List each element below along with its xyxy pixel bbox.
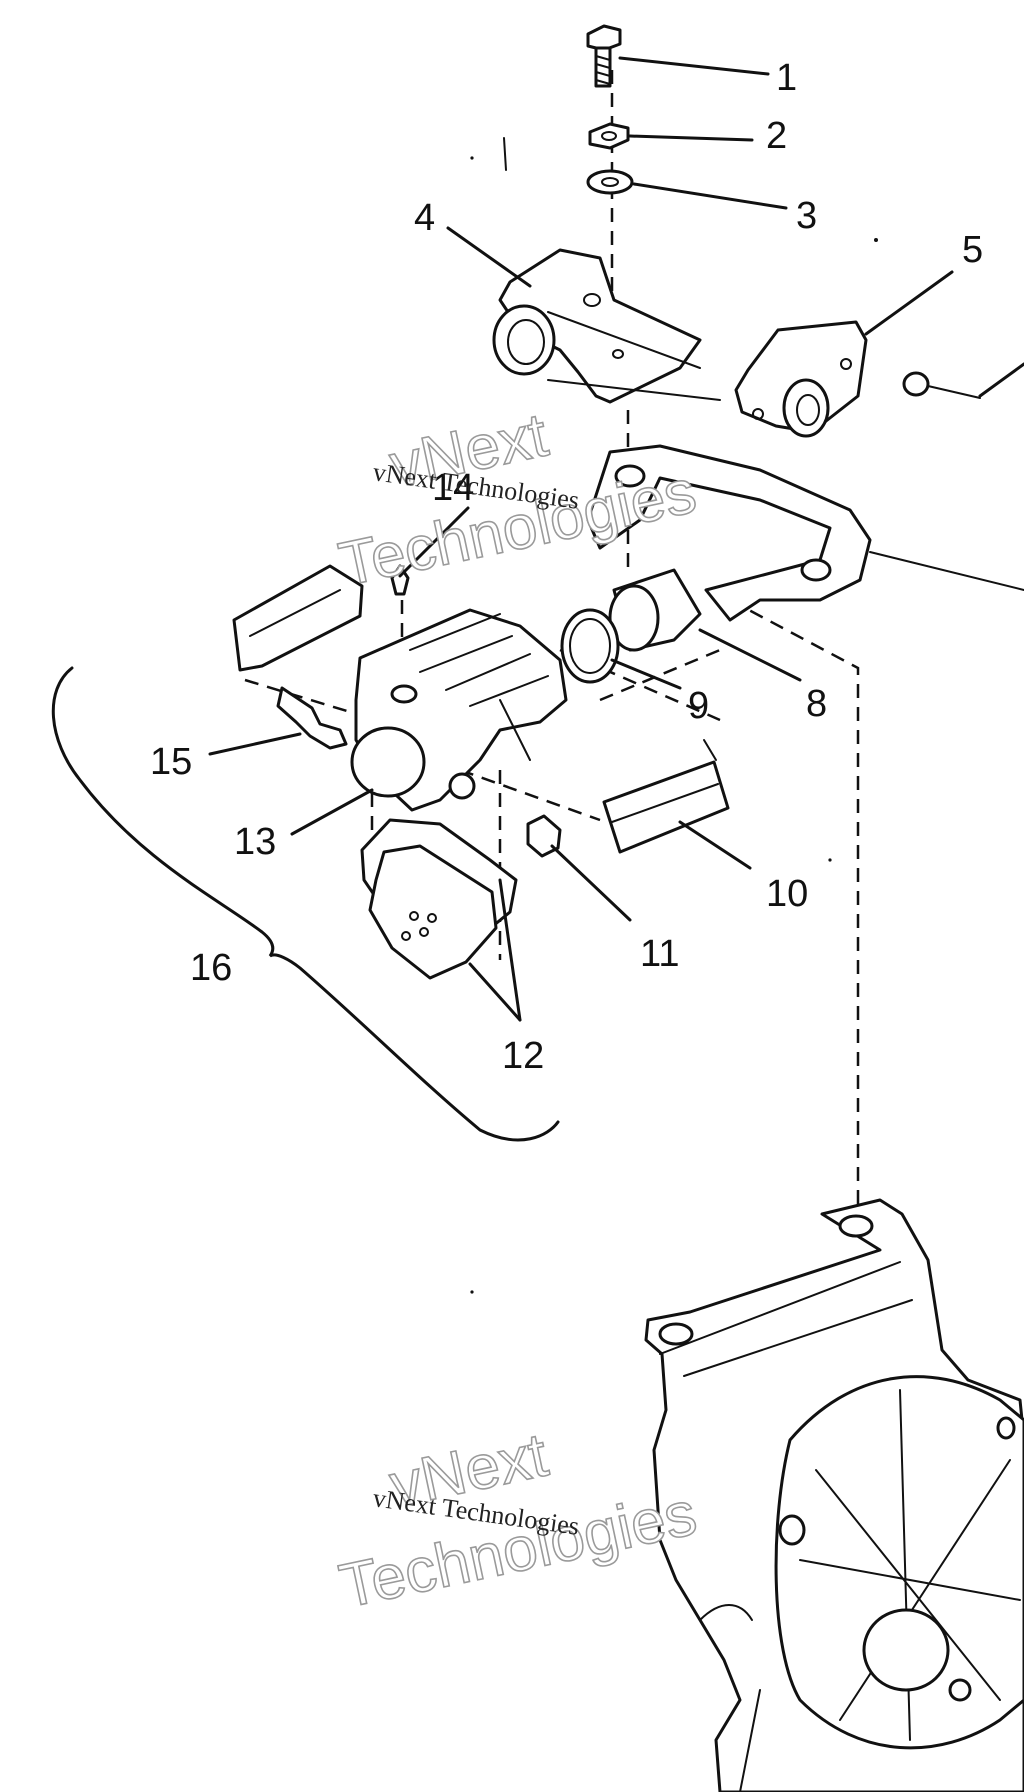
callout-14: 14 (432, 467, 474, 509)
callout-4: 4 (414, 197, 435, 239)
part-caliper-body (350, 608, 568, 812)
callout-leaders (208, 56, 1024, 1022)
callout-13: 13 (234, 821, 276, 863)
callout-12: 12 (502, 1035, 544, 1077)
part-chaincase-housing (644, 1198, 1024, 1792)
assembly-bracket-16 (51, 666, 560, 1142)
part-piston-seal (560, 608, 620, 684)
part-caliper-support (586, 444, 1024, 622)
assembly-center-lines (244, 70, 860, 1220)
callout-5: 5 (962, 229, 983, 271)
callout-1: 1 (776, 57, 797, 99)
part-lock-washer (588, 122, 630, 150)
part-flat-washer (586, 169, 634, 195)
callout-11: 11 (640, 933, 679, 975)
part-brake-pads (360, 818, 518, 980)
part-pad-shim-upper (232, 564, 364, 672)
part-piston (608, 568, 702, 652)
part-bolt (586, 24, 622, 88)
callout-15: 15 (150, 741, 192, 783)
part-pad-shim-lower (602, 739, 730, 854)
callout-2: 2 (766, 115, 787, 157)
callout-numbers: 1 2 3 4 5 14 9 8 15 13 10 11 16 12 (150, 57, 983, 1077)
callout-9: 9 (688, 685, 709, 727)
part-retaining-pin (276, 686, 348, 750)
callout-16: 16 (190, 947, 232, 989)
part-mounting-bracket (492, 248, 721, 404)
callout-10: 10 (766, 873, 808, 915)
part-pivot-block (734, 320, 981, 438)
callout-3: 3 (796, 195, 817, 237)
stray-marks (470, 137, 878, 1294)
callout-8: 8 (806, 683, 827, 725)
